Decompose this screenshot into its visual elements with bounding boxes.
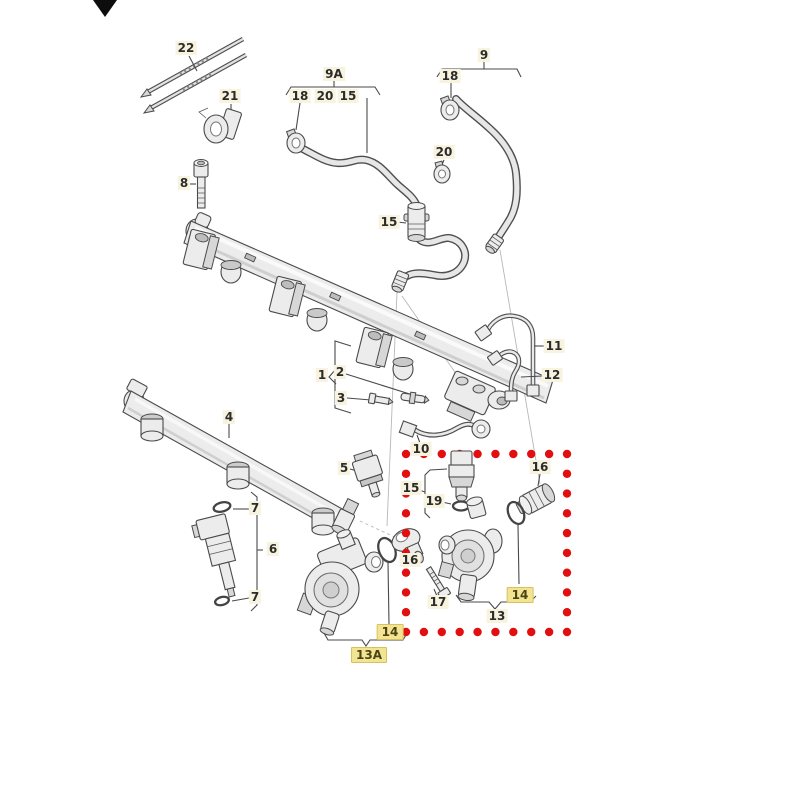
part-10-banjo-pipe xyxy=(398,419,491,444)
part-11-pipe xyxy=(474,313,546,397)
part-label-6: 6 xyxy=(266,542,280,556)
part-6-injector xyxy=(191,491,263,612)
part-label-8: 8 xyxy=(177,176,191,190)
part-5-sensor xyxy=(349,449,384,498)
part-label-14-left[interactable]: 14 xyxy=(376,624,404,640)
part-label-10: 10 xyxy=(410,442,432,456)
page-corner-mark xyxy=(93,0,117,17)
rail-cube-2 xyxy=(268,275,306,318)
part-label-9a-18: 18 xyxy=(289,89,311,103)
part-label-9a-20: 20 xyxy=(314,89,336,103)
rail4-cup-3 xyxy=(311,507,335,536)
part-12-pipe xyxy=(487,349,544,402)
lower-fuel-rail-part-4 xyxy=(122,378,360,537)
part-label-20: 20 xyxy=(433,145,455,159)
part-label-9a: 9A xyxy=(323,67,345,81)
part-label-14-right[interactable]: 14 xyxy=(506,587,534,603)
part-label-3: 3 xyxy=(334,391,348,405)
part-label-13a[interactable]: 13A xyxy=(351,647,387,663)
rail-cube-1 xyxy=(182,228,220,271)
part-15-tee-valve xyxy=(396,202,430,242)
oring-14-right-group xyxy=(506,500,526,585)
part-label-7-upper: 7 xyxy=(248,501,262,515)
part-label-9a-15: 15 xyxy=(337,89,359,103)
hose-9a-end-fitting xyxy=(391,270,410,293)
hose-9-end-fitting xyxy=(485,233,504,254)
part-label-2: 2 xyxy=(333,365,347,379)
part-label-22: 22 xyxy=(175,41,197,55)
group-bracket-9 xyxy=(436,62,522,98)
part-label-21: 21 xyxy=(219,89,241,103)
part-label-13: 13 xyxy=(486,609,508,623)
part-18-clamp-right xyxy=(439,95,460,121)
part-22-long-bolts xyxy=(139,36,248,114)
pump-13-assembly xyxy=(437,496,537,610)
part-label-16-right: 16 xyxy=(529,460,551,474)
part-21-clamp xyxy=(198,104,242,144)
part-label-12: 12 xyxy=(541,368,563,382)
part-18-clamp-left xyxy=(285,128,306,154)
part-label-16-left: 16 xyxy=(399,553,421,567)
part-label-19: 19 xyxy=(423,494,445,508)
part-label-1: 1 xyxy=(315,368,329,382)
hose-9a-assembly xyxy=(285,128,470,293)
rail-cube-3 xyxy=(355,326,393,369)
part-label-11: 11 xyxy=(543,339,565,353)
rail-port-1 xyxy=(220,260,242,284)
part-16-fitting-right xyxy=(515,473,556,515)
part-label-9: 9 xyxy=(477,48,491,62)
part-label-9-18: 18 xyxy=(439,69,461,83)
rail4-cup-1 xyxy=(140,413,164,442)
part-2-valve xyxy=(400,391,430,405)
part-label-5: 5 xyxy=(337,461,351,475)
part-label-7-lower: 7 xyxy=(248,590,262,604)
group-bracket-9a xyxy=(285,80,381,153)
hose-9-assembly xyxy=(439,95,521,254)
part-17-bolt xyxy=(425,566,451,600)
rail4-cup-2 xyxy=(226,461,250,490)
part-3-screw xyxy=(367,392,394,406)
rail-port-2 xyxy=(306,308,328,332)
part-label-15: 15 xyxy=(378,215,400,229)
group-1-2-3 xyxy=(328,340,430,414)
part-label-15-box: 15 xyxy=(400,481,422,495)
rail-port-3 xyxy=(392,357,414,381)
pump-13a-assembly xyxy=(296,528,424,647)
part-8-bolt xyxy=(190,159,209,209)
part-20-clamp xyxy=(433,159,451,184)
part-label-17: 17 xyxy=(427,595,449,609)
part-label-4: 4 xyxy=(222,410,236,424)
